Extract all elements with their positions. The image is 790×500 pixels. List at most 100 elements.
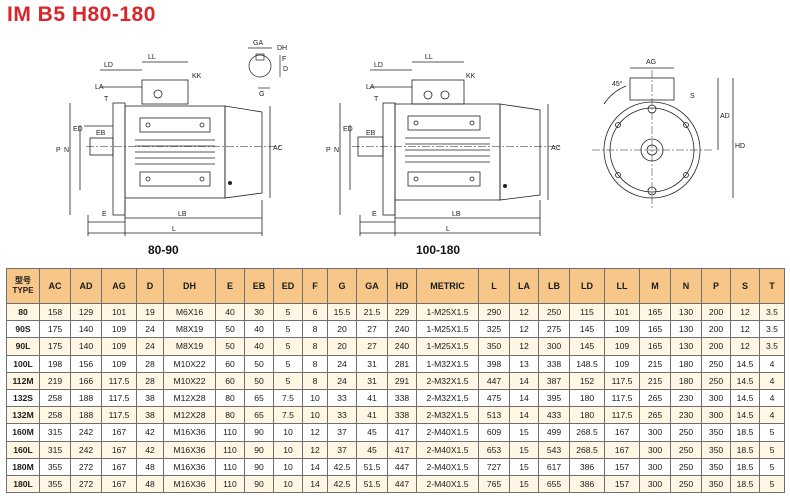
dim-label-HD: HD	[735, 143, 745, 150]
cell-l: 727	[478, 457, 510, 476]
cell-e: 110	[215, 474, 245, 494]
cell-ac: 315	[39, 440, 71, 459]
cell-ag: 109	[101, 354, 137, 373]
cell-la: 15	[509, 423, 539, 442]
dim-label-AC: AC	[273, 145, 283, 152]
cell-ll: 167	[604, 440, 640, 459]
dim-label-L: L	[172, 226, 176, 233]
cell-eb: 90	[244, 440, 274, 459]
cell-f: 8	[302, 371, 328, 390]
cell-metric: 1-M25X1.5	[416, 337, 479, 356]
cell-g: 20	[327, 337, 357, 356]
cell-eb: 50	[244, 371, 274, 390]
cell-m: 165	[639, 320, 671, 339]
cell-l: 765	[478, 474, 510, 494]
dim-label-ED-2: ED	[343, 126, 353, 133]
cell-metric: 2-M32X1.5	[416, 371, 479, 390]
dim-label-LA: LA	[95, 84, 104, 91]
cell-t: 3.5	[759, 320, 785, 339]
cell-f: 6	[302, 302, 328, 322]
cell-m: 265	[639, 388, 671, 408]
cell-ag: 167	[101, 457, 137, 476]
dim-label-45deg: 45°	[612, 80, 623, 88]
cell-e: 110	[215, 440, 245, 459]
cell-ga: 27	[356, 337, 388, 356]
type-header-en: TYPE	[12, 286, 34, 295]
cell-ed: 10	[273, 440, 303, 459]
cell-ll: 109	[604, 337, 640, 356]
cell-g: 37	[327, 440, 357, 459]
cell-dh: M10X22	[163, 354, 216, 373]
cell-lb: 543	[538, 440, 570, 459]
column-header-ad: AD	[70, 268, 102, 304]
cell-lb: 395	[538, 388, 570, 408]
dim-label-N: N	[64, 147, 69, 154]
column-header-t: T	[759, 268, 785, 304]
cell-f: 14	[302, 474, 328, 494]
cell-ac: 158	[39, 302, 71, 322]
cell-t: 5	[759, 423, 785, 442]
cell-f: 8	[302, 337, 328, 356]
cell-n: 250	[670, 457, 702, 476]
cell-ac: 219	[39, 371, 71, 390]
cell-eb: 90	[244, 457, 274, 476]
column-header-la: LA	[509, 268, 539, 304]
dim-label-E-2: E	[372, 211, 377, 218]
cell-dh: M16X36	[163, 440, 216, 459]
size-label-100-180: 100-180	[416, 243, 461, 257]
column-header-eb: EB	[244, 268, 274, 304]
cell-la: 15	[509, 474, 539, 494]
cell-p: 250	[701, 354, 731, 373]
type-cell: 160L	[6, 440, 40, 459]
column-header-lb: LB	[538, 268, 570, 304]
cell-ga: 31	[356, 371, 388, 390]
type-cell: 90S	[6, 320, 40, 339]
cell-ld: 180	[569, 406, 605, 425]
cell-eb: 65	[244, 388, 274, 408]
column-header-m: M	[639, 268, 671, 304]
cell-m: 300	[639, 457, 671, 476]
cell-eb: 65	[244, 406, 274, 425]
cell-dh: M8X19	[163, 320, 216, 339]
dim-label-ED: ED	[73, 126, 83, 133]
cell-ll: 117.5	[604, 406, 640, 425]
cell-dh: M8X19	[163, 337, 216, 356]
dim-label-LL: LL	[148, 54, 156, 61]
dim-label-G: G	[259, 91, 264, 98]
page-title: IM B5 H80-180	[7, 3, 156, 26]
column-header-hd: HD	[387, 268, 417, 304]
cell-m: 165	[639, 302, 671, 322]
cell-e: 110	[215, 457, 245, 476]
column-header-e: E	[215, 268, 245, 304]
cell-d: 24	[136, 320, 164, 339]
column-header-ld: LD	[569, 268, 605, 304]
type-header: 型号 TYPE	[6, 268, 40, 304]
cell-f: 10	[302, 406, 328, 425]
cell-d: 48	[136, 457, 164, 476]
cell-l: 398	[478, 354, 510, 373]
dim-label-GA: GA	[253, 40, 263, 47]
cell-ad: 140	[70, 337, 102, 356]
cell-t: 5	[759, 440, 785, 459]
cell-s: 14.5	[730, 354, 760, 373]
dim-label-P-2: P	[326, 147, 331, 154]
cell-l: 325	[478, 320, 510, 339]
cell-t: 4	[759, 371, 785, 390]
column-header-g: G	[327, 268, 357, 304]
column-header-p: P	[701, 268, 731, 304]
cell-eb: 50	[244, 354, 274, 373]
dim-label-LD-2: LD	[374, 62, 383, 69]
cell-g: 42.5	[327, 474, 357, 494]
cell-metric: 2-M40X1.5	[416, 423, 479, 442]
type-cell: 112M	[6, 371, 40, 390]
cell-ac: 315	[39, 423, 71, 442]
